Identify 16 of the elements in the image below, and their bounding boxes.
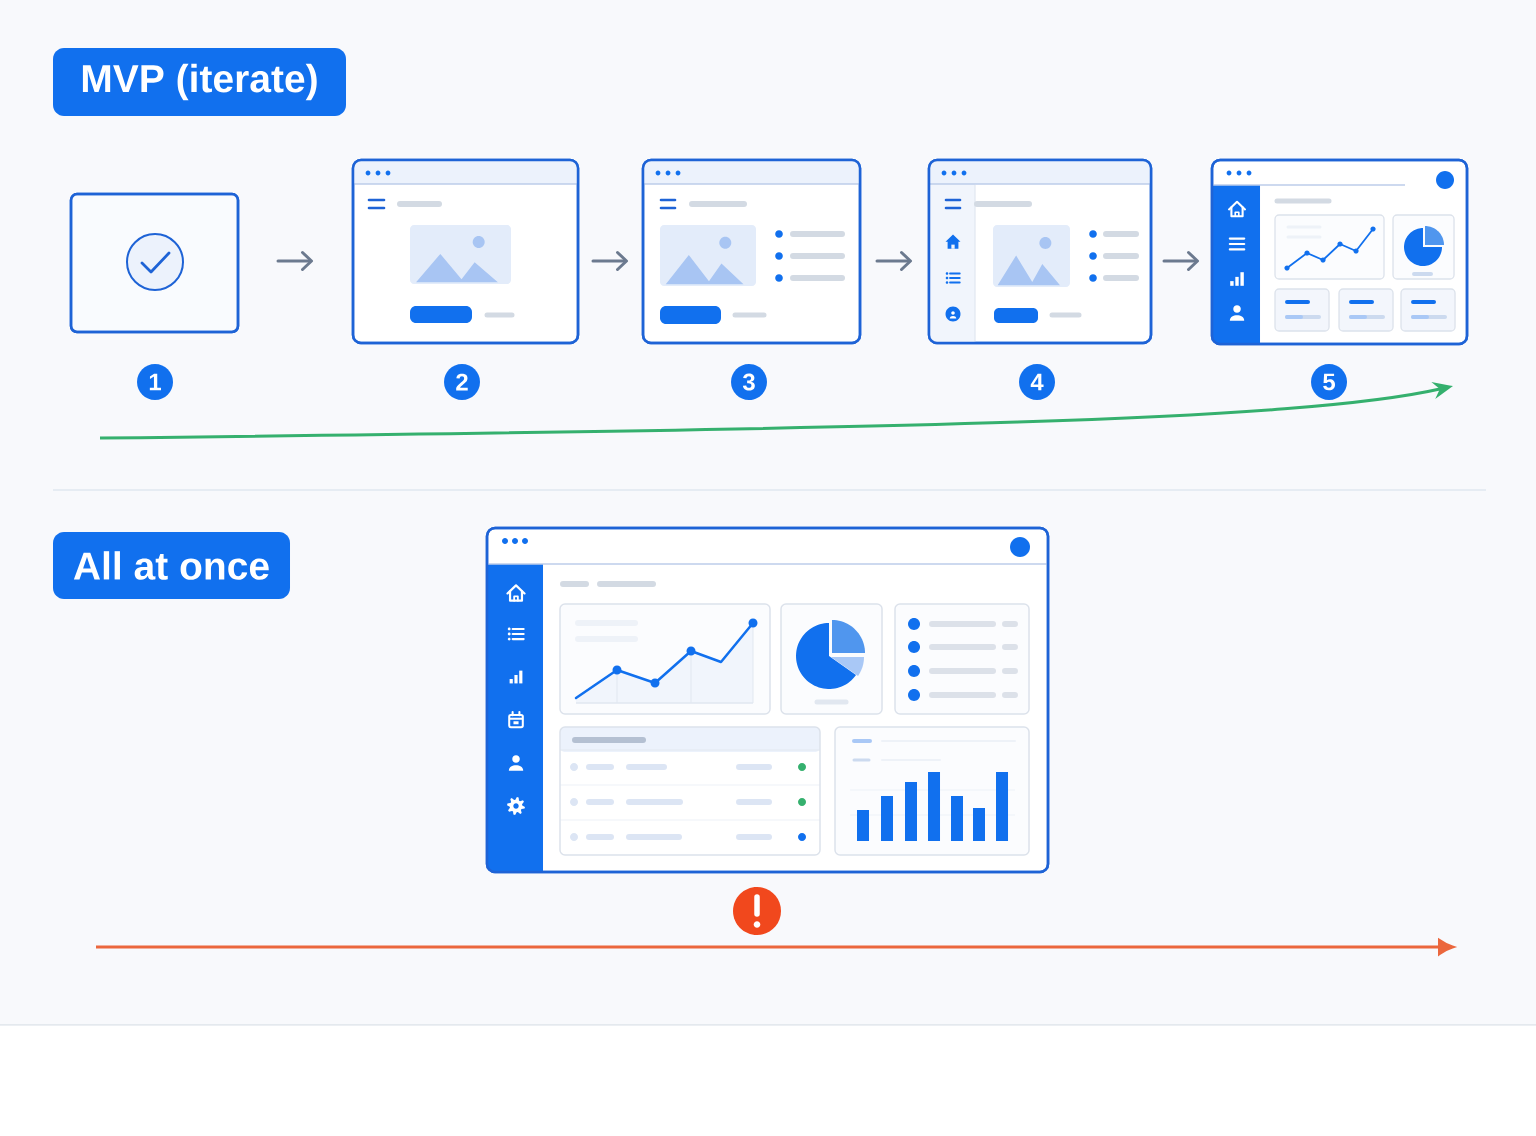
arrow	[276, 251, 313, 271]
wireframe-screen	[927, 158, 1153, 345]
arrow	[591, 251, 628, 271]
number-badge: 2	[444, 364, 480, 400]
number-badge: 4	[1019, 364, 1055, 400]
arrow	[875, 251, 912, 271]
dashboard-wireframe	[485, 526, 1050, 874]
wireframe-screen	[641, 158, 862, 345]
number-badge: 3	[731, 364, 767, 400]
wireframe-screen	[69, 192, 240, 334]
number-badge: 1	[137, 364, 173, 400]
arrow	[1162, 251, 1199, 271]
section-label: MVP (iterate)	[53, 48, 346, 116]
wireframe-screen	[351, 158, 580, 345]
number-badge: 5	[1311, 364, 1347, 400]
section-label: All at once	[53, 532, 290, 599]
